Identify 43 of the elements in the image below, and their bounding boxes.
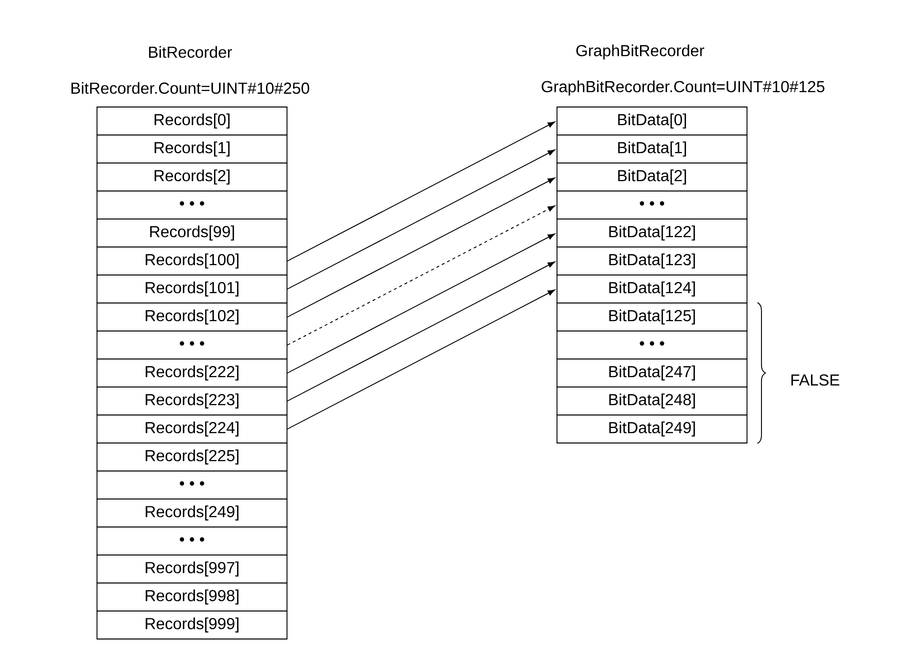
table-cell: Records[225] [96,442,288,472]
table-cell: Records[100] [96,246,288,276]
arrow [287,290,556,430]
arrow [287,234,556,374]
table-cell: Records[0] [96,106,288,136]
table-cell: BitData[125] [556,302,748,332]
table-cell: • • • [96,190,288,220]
table-cell: Records[222] [96,358,288,388]
table-cell: Records[249] [96,498,288,528]
table-cell: Records[224] [96,414,288,444]
table-cell: Records[102] [96,302,288,332]
table-cell: Records[998] [96,582,288,612]
table-cell: BitData[122] [556,218,748,248]
table-cell: BitData[248] [556,386,748,416]
arrow [287,262,556,402]
table-cell: • • • [96,330,288,360]
table-cell: Records[2] [96,162,288,192]
table-cell: BitData[124] [556,274,748,304]
table-cell: Records[1] [96,134,288,164]
table-cell: • • • [556,190,748,220]
table-cell: BitData[1] [556,134,748,164]
table-cell: Records[101] [96,274,288,304]
table-cell: BitData[123] [556,246,748,276]
table-cell: Records[223] [96,386,288,416]
arrow [287,178,556,318]
arrow [287,150,556,290]
table-cell: • • • [96,470,288,500]
table-cell: BitData[249] [556,414,748,444]
arrow [287,206,556,346]
table-cell: • • • [96,526,288,556]
arrow [287,122,556,262]
heading-text: BitRecorder.Count=UINT#10#250 [71,82,310,94]
heading-text: GraphBitRecorder.Count=UINT#10#125 [542,80,824,96]
table-cell: • • • [556,330,748,360]
heading-text: FALSE [791,374,840,386]
table-cell: BitData[2] [556,162,748,192]
heading-text: BitRecorder [149,46,232,58]
table-cell: Records[99] [96,218,288,248]
table-cell: BitData[247] [556,358,748,388]
table-cell: BitData[0] [556,106,748,136]
table-cell: Records[999] [96,610,288,640]
table-cell: Records[997] [96,554,288,584]
heading-text: GraphBitRecorder [576,44,704,60]
